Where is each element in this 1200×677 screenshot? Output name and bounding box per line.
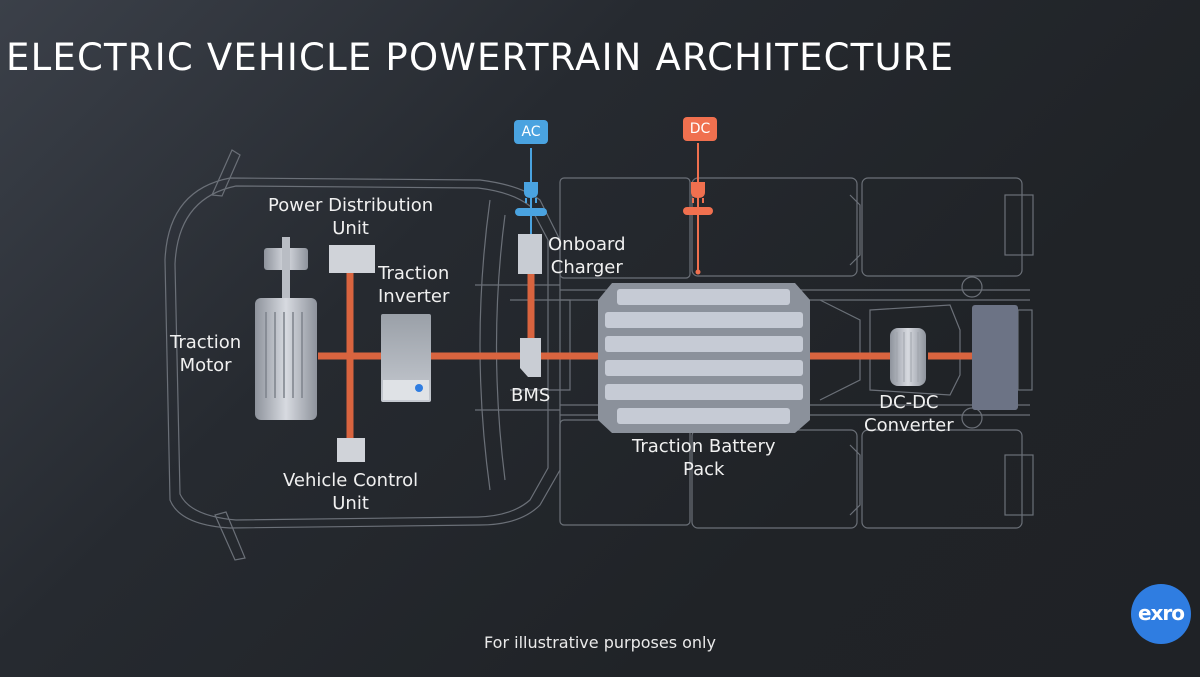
traction-battery-pack-icon [598, 283, 810, 433]
label-line: Inverter [378, 286, 450, 307]
ac-plug-icon [515, 148, 547, 235]
label-power-distribution-unit: Power Distribution Unit [268, 194, 433, 240]
label-line: Vehicle Control [283, 470, 419, 491]
auxiliary-battery-icon [972, 305, 1018, 410]
power-lines [318, 270, 972, 442]
ac-charging-badge: AC [514, 120, 548, 144]
label-line: Charger [550, 257, 623, 278]
label-line: Traction [378, 263, 450, 284]
exro-logo: exro [1131, 584, 1191, 644]
dc-dc-converter-icon [890, 328, 926, 386]
label-traction-inverter: Traction Inverter [378, 262, 449, 308]
label-onboard-charger: Onboard Charger [548, 233, 626, 279]
label-line: DC-DC [879, 392, 939, 413]
label-bms: BMS [511, 385, 551, 406]
label-line: Unit [332, 218, 369, 239]
traction-motor-icon [255, 237, 317, 420]
label-traction-motor: Traction Motor [170, 331, 241, 377]
label-traction-battery-pack: Traction Battery Pack [632, 435, 776, 481]
label-line: Traction [170, 332, 242, 353]
label-line: Power Distribution [268, 195, 434, 216]
power-distribution-unit-icon [329, 245, 375, 273]
label-line: Converter [864, 415, 954, 436]
onboard-charger-icon [518, 234, 542, 274]
bms-icon [520, 338, 541, 377]
vehicle-control-unit-icon [337, 438, 365, 462]
dc-charging-badge: DC [683, 117, 717, 141]
label-dc-dc-converter: DC-DC Converter [864, 391, 954, 437]
traction-inverter-icon [381, 314, 431, 402]
label-line: Traction Battery [632, 436, 776, 457]
label-line: Unit [332, 493, 369, 514]
page-title: ELECTRIC VEHICLE POWERTRAIN ARCHITECTURE [6, 36, 955, 79]
label-line: Onboard [548, 234, 626, 255]
label-vehicle-control-unit: Vehicle Control Unit [283, 469, 418, 515]
label-line: Motor [179, 355, 232, 376]
disclaimer-text: For illustrative purposes only [484, 633, 716, 652]
label-line: Pack [683, 459, 725, 480]
dc-plug-icon [683, 143, 713, 275]
